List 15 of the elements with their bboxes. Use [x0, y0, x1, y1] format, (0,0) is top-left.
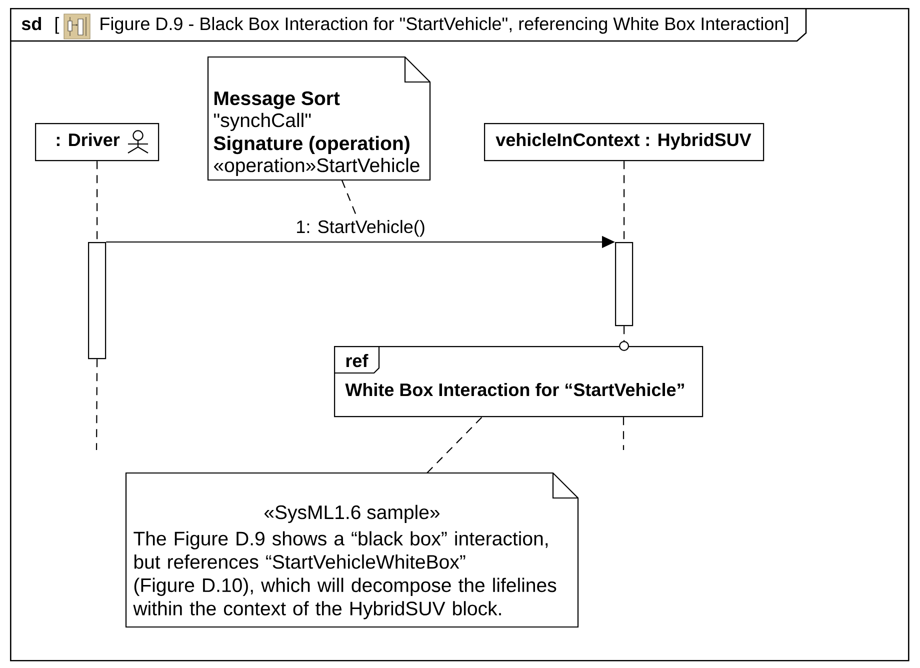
note: «SysML1.6 sample» The Figure D.9 shows a “black box” interaction, but references “StartVehicleWhiteBox” (Figure D.10), which will decompose the lifelines within the context of the HybridSUV block. — [125, 472, 579, 628]
lifeline-head: : Driver — [35, 123, 160, 162]
lifeline — [622, 417, 624, 450]
lifeline — [624, 161, 625, 242]
anchor-line — [342, 180, 357, 216]
anchor-line — [426, 416, 482, 474]
activation-bar — [88, 242, 106, 360]
activation-bar — [615, 242, 634, 326]
lifeline — [96, 161, 98, 242]
edge-label: 1: StartVehicle() — [294, 218, 426, 238]
ref-box: ref White Box Interaction for “StartVehicle” — [334, 346, 704, 418]
lifeline — [619, 326, 630, 351]
note: Message Sort "synchCall" Signature (operation) «operation»StartVehicle — [207, 56, 431, 181]
lifeline — [96, 359, 98, 450]
lifeline-head: vehicleInContext : HybridSUV — [484, 123, 764, 162]
